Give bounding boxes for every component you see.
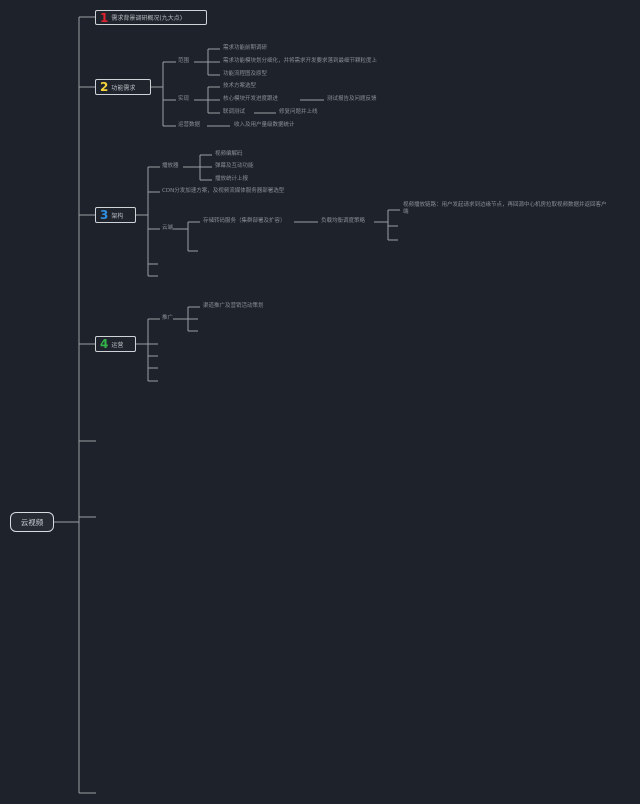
cloud-mid[interactable]: 存储转码服务（集群部署及扩容） [203, 218, 286, 224]
scope-item[interactable]: 功能流程图及原型 [223, 71, 268, 77]
ops-data-tail[interactable]: 收入及用户量级数据统计 [234, 122, 295, 128]
player-item[interactable]: 播放统计上报 [215, 176, 249, 182]
player-item[interactable]: 弹幕及互动功能 [215, 163, 254, 169]
implement-item[interactable]: 联调测试 [223, 109, 246, 115]
cloud-mid2[interactable]: 负载均衡调度策略 [321, 218, 366, 224]
cloud-note[interactable]: 视频播放链路：用户发起请求到边缘节点，再回源中心机房拉取视频数据并返回客户端 [403, 202, 607, 215]
branch-2-number: 2 [100, 80, 109, 94]
branch-2-label: 功能需求 [111, 84, 136, 92]
branch-1-label: 需求背景调研概况(九大点) [111, 15, 183, 22]
scope-item[interactable]: 需求功能模块划分细化，并将需求开发要求落到最细节颗粒度上 [223, 58, 378, 64]
implement-item[interactable]: 技术方案选型 [223, 83, 257, 89]
implement-follow[interactable]: 测试报告及问题反馈 [327, 96, 377, 102]
scope-item[interactable]: 需求功能前期调研 [223, 45, 268, 51]
branch-4-label: 运营 [111, 341, 124, 349]
branch-3-label: 架构 [111, 212, 124, 220]
cloud-node[interactable]: 云端 [162, 225, 174, 231]
root-node[interactable]: 云视频 [10, 512, 54, 532]
implement-item[interactable]: 核心模块开发进度跟进 [223, 96, 279, 102]
branch-3-node[interactable]: 3 架构 [95, 207, 136, 223]
branch-4-node[interactable]: 4 运营 [95, 336, 136, 352]
promo-mid[interactable]: 渠道推广及营销活动策划 [203, 303, 264, 309]
implement-follow[interactable]: 修复问题并上线 [279, 109, 318, 115]
player-node[interactable]: 播放器 [162, 163, 179, 169]
branch-1-number: 1 [100, 10, 109, 25]
scope-node[interactable]: 范围 [178, 58, 190, 64]
ops-data-node[interactable]: 运营数据 [178, 122, 201, 128]
branch-1-node[interactable]: 1 需求背景调研概况(九大点) [95, 10, 207, 25]
branch-2-node[interactable]: 2 功能需求 [95, 79, 151, 95]
player-item[interactable]: 视频编解码 [215, 151, 243, 157]
branch-4-number: 4 [100, 337, 109, 351]
promo-node[interactable]: 推广 [162, 315, 174, 321]
branch-3-number: 3 [100, 208, 109, 222]
implement-node[interactable]: 实现 [178, 96, 190, 102]
cdn-node[interactable]: CDN分发加速方案，及视频流媒体服务器部署选型 [162, 188, 285, 194]
